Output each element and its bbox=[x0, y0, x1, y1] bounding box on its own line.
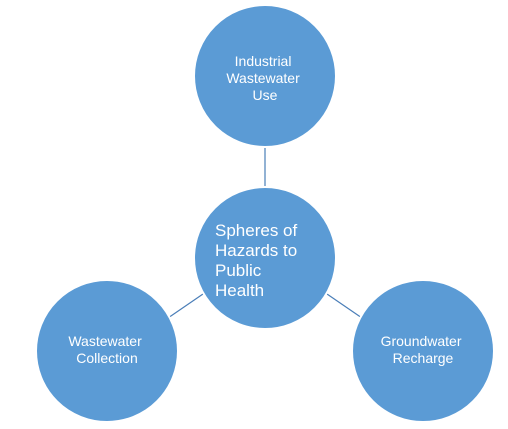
node-wastewater-collection-circle bbox=[35, 279, 179, 423]
node-center-line-3: Public bbox=[215, 261, 262, 280]
node-wastewater-collection: Wastewater Collection bbox=[35, 279, 179, 423]
node-top-line-3: Use bbox=[253, 87, 278, 103]
node-center-line-4: Health bbox=[215, 281, 264, 300]
node-left-line-1: Wastewater bbox=[68, 333, 142, 349]
node-industrial-wastewater-use-label: Industrial Wastewater Use bbox=[226, 53, 303, 103]
node-top-line-2: Wastewater bbox=[226, 70, 300, 86]
node-right-line-1: Groundwater bbox=[381, 333, 462, 349]
node-wastewater-collection-label: Wastewater Collection bbox=[68, 333, 145, 366]
node-center-line-2: Hazards to bbox=[215, 241, 297, 260]
node-left-line-2: Collection bbox=[76, 350, 137, 366]
node-industrial-wastewater-use: Industrial Wastewater Use bbox=[193, 4, 337, 148]
node-top-line-1: Industrial bbox=[235, 53, 292, 69]
node-spheres-of-hazards-circle bbox=[193, 186, 337, 330]
node-right-line-2: Recharge bbox=[393, 350, 454, 366]
node-groundwater-recharge-label: Groundwater Recharge bbox=[381, 333, 466, 366]
node-spheres-of-hazards: Spheres of Hazards to Public Health bbox=[193, 186, 337, 330]
node-groundwater-recharge: Groundwater Recharge bbox=[351, 279, 495, 423]
node-center-line-1: Spheres of bbox=[215, 221, 297, 240]
connector-center-left bbox=[167, 293, 204, 319]
node-groundwater-recharge-circle bbox=[351, 279, 495, 423]
node-industrial-wastewater-use-circle bbox=[193, 4, 337, 148]
node-spheres-of-hazards-label: Spheres of Hazards to Public Health bbox=[215, 221, 302, 300]
connector-center-right bbox=[326, 293, 363, 319]
